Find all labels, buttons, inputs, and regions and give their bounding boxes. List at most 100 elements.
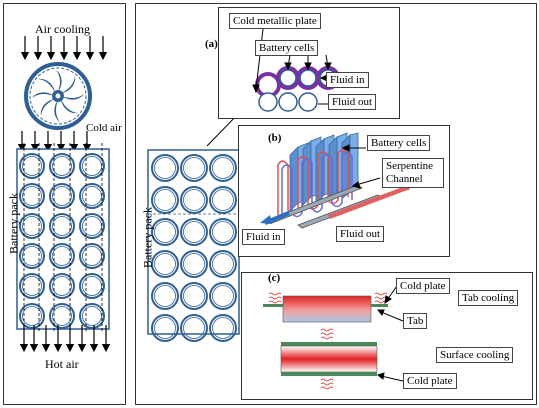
battery-cell-inner [82,246,102,266]
battery-cell [180,314,208,342]
hot-air-label: Hot air [45,357,79,371]
battery-cell [209,314,237,342]
panel-a-battery-cells-label: Battery cells [255,40,319,56]
battery-cell [209,218,237,246]
air-cooling-diagram [16,36,111,353]
battery-cell-inner [82,216,102,236]
battery-cell [180,250,208,278]
battery-cell-inner [183,253,205,275]
panel-b-fluid-out-label: Fluid out [336,226,385,242]
panel-a-fluid-out-label: Fluid out [328,94,377,110]
battery-cell [180,218,208,246]
battery-cell [49,213,75,239]
panel-c-cold-plate-bottom-label: Cold plate [403,373,457,389]
battery-cell [49,303,75,329]
battery-cell-inner [183,189,205,211]
battery-cell-inner [52,216,72,236]
panel-a-tag: (a) [205,38,218,50]
battery-cell [49,183,75,209]
battery-cell [49,273,75,299]
serpentine-channel-label: Serpentine Channel [382,158,444,188]
battery-cell [209,250,237,278]
cold-air-label: Cold air [86,122,122,134]
fan-icon [24,62,92,130]
battery-cell [151,250,179,278]
battery-cell-inner [183,317,205,339]
battery-cell-inner [183,157,205,179]
battery-cell-inner [22,156,42,176]
outlet-arrows [19,325,111,353]
tab-cooling-label: Tab cooling [458,290,519,306]
tab-label: Tab [403,313,428,329]
battery-cell-inner [183,221,205,243]
battery-cell-inner [154,253,176,275]
panel-b-battery-cells-label: Battery cells [367,135,431,151]
battery-cell [79,243,105,269]
battery-cell [180,282,208,310]
battery-cell-inner [22,246,42,266]
battery-cell [151,186,179,214]
battery-cell-inner [22,276,42,296]
battery-cell-inner [212,317,234,339]
battery-cell-inner [22,216,42,236]
battery-cell-inner [154,189,176,211]
battery-cell [209,186,237,214]
battery-cell-inner [212,157,234,179]
battery-cell [19,183,45,209]
left-battery-pack-label: Battery pack [6,193,21,254]
battery-cell [19,303,45,329]
battery-cell-inner [212,189,234,211]
battery-cell [19,243,45,269]
panel-a-fluid-in-label: Fluid in [326,72,369,88]
panel-b-tag: (b) [268,132,282,144]
air-cooling-label: Air cooling [35,22,90,36]
battery-cell-inner [52,276,72,296]
battery-cell [19,153,45,179]
battery-cell-inner [154,157,176,179]
left-flow-dashes [23,143,103,333]
battery-cell [49,243,75,269]
surface-cooling-cell [280,328,378,390]
panel-c-diagram [263,285,404,390]
panel-b-fluid-in-label: Fluid in [242,229,285,245]
battery-cell-inner [52,246,72,266]
battery-cell [151,218,179,246]
battery-cell-inner [82,306,102,326]
battery-cell [180,154,208,182]
cold-air-arrows [17,131,92,153]
battery-cell-inner [52,186,72,206]
surface-cooling-label: Surface cooling [436,347,514,363]
battery-cell [209,282,237,310]
battery-cell [151,314,179,342]
middle-cells [151,154,237,342]
battery-cell [79,153,105,179]
battery-cell [79,183,105,209]
battery-cell [209,154,237,182]
fluid-out-arrow [328,185,410,219]
battery-cell [49,153,75,179]
panel-c-tag: (c) [268,272,281,284]
tab-cooling-cell [263,292,388,323]
middle-battery-pack-label: Battery pack [140,207,155,268]
battery-cell [79,213,105,239]
battery-cell-inner [154,317,176,339]
battery-cell-inner [52,156,72,176]
battery-cell [151,154,179,182]
left-cells [19,153,105,329]
battery-cell-inner [212,285,234,307]
battery-cell-inner [82,156,102,176]
panel-c-cold-plate-top-label: Cold plate [396,278,450,294]
battery-cell-inner [52,306,72,326]
battery-cell-inner [154,285,176,307]
panel-b-diagram [260,132,412,229]
left-battery-pack [16,148,110,330]
battery-cell-inner [22,306,42,326]
battery-cell [79,273,105,299]
battery-cell-inner [183,285,205,307]
battery-cell [151,282,179,310]
cold-metallic-plate-label: Cold metallic plate [229,13,321,29]
battery-cell-inner [82,276,102,296]
battery-cell-inner [212,221,234,243]
battery-cell [79,303,105,329]
battery-cell [180,186,208,214]
